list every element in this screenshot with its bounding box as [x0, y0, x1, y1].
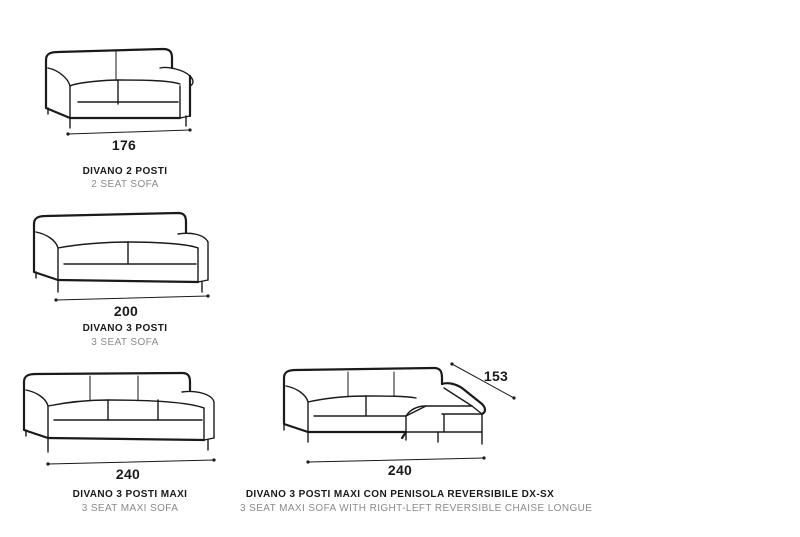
- sofa-chaise-depth-dimension: 153: [483, 368, 509, 384]
- sofa-2-seat-icon: [44, 47, 194, 136]
- sofa-3-seat-name: DIVANO 3 POSTI: [82, 323, 168, 334]
- sofa-3-seat-maxi-dimension: 240: [115, 466, 141, 482]
- sofa-2-seat-subtitle: 2 SEAT SOFA: [91, 179, 159, 190]
- sofa-chaise-subtitle: 3 SEAT MAXI SOFA WITH RIGHT-LEFT REVERSI…: [240, 503, 593, 514]
- sofa-chaise-longue-icon: [282, 362, 516, 464]
- sofa-3-seat-maxi-icon: [22, 371, 216, 466]
- sofa-3-seat-dimension: 200: [113, 303, 139, 319]
- sofa-2-seat-name: DIVANO 2 POSTI: [82, 166, 168, 177]
- sofa-3-seat-icon: [32, 211, 210, 302]
- sofa-3-seat-drawing: [28, 210, 218, 306]
- sofa-chaise-longue-drawing: [276, 360, 526, 470]
- sofa-3-seat-maxi-name: DIVANO 3 POSTI MAXI: [72, 489, 188, 500]
- sofa-chaise-name: DIVANO 3 POSTI MAXI CON PENISOLA REVERSI…: [245, 489, 555, 500]
- sofa-2-seat-drawing: [38, 46, 208, 144]
- sofa-3-seat-maxi-subtitle: 3 SEAT MAXI SOFA: [81, 503, 179, 514]
- sofa-chaise-dimension: 240: [387, 462, 413, 478]
- sofa-2-seat-dimension: 176: [111, 137, 137, 153]
- sofa-3-seat-subtitle: 3 SEAT SOFA: [91, 337, 159, 348]
- sofa-3-seat-maxi-drawing: [18, 368, 228, 468]
